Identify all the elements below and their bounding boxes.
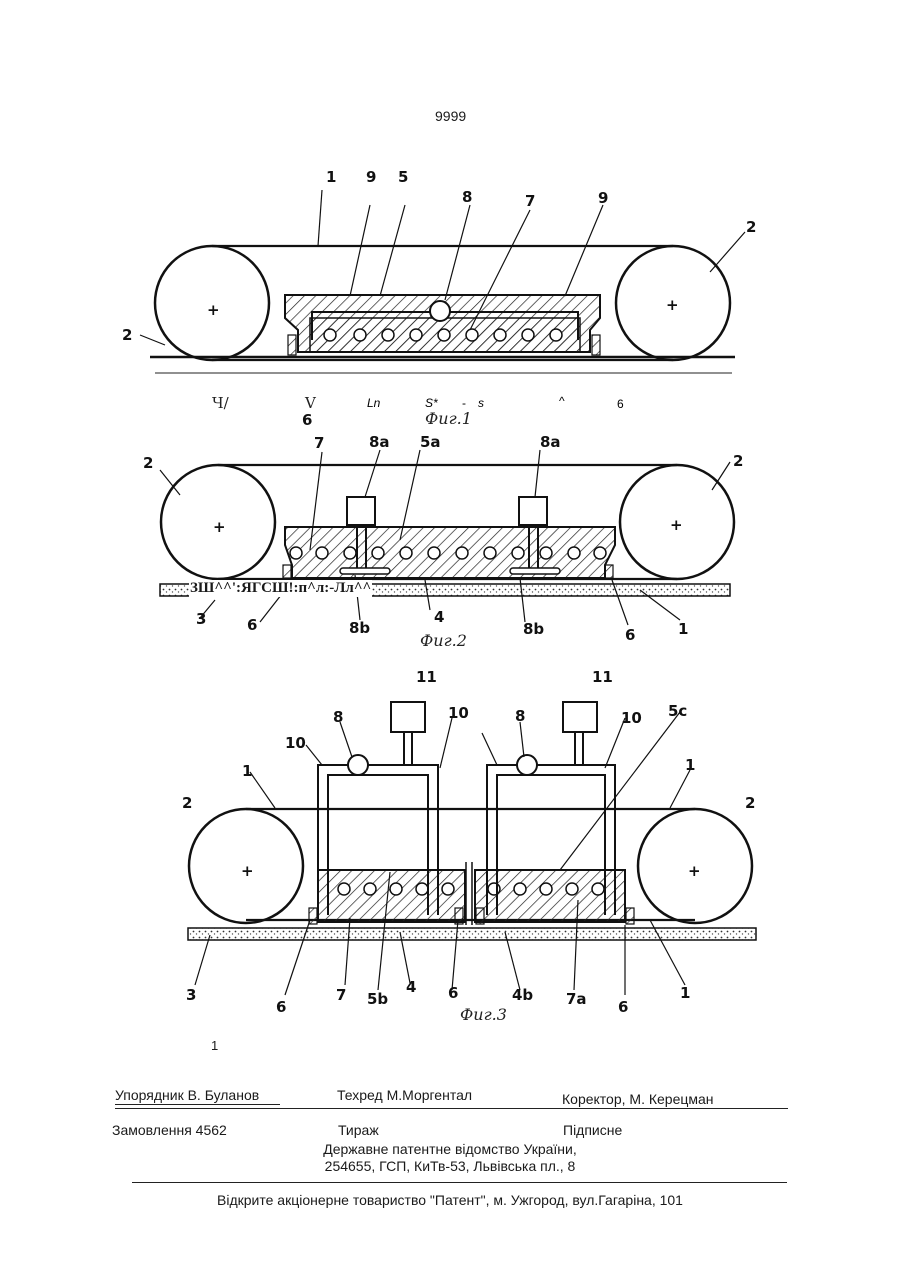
corrector-credit: Коректор, М. Керецман [562, 1091, 714, 1107]
fig2-label: 6 [302, 411, 312, 429]
fig2-label: 6 [625, 626, 635, 644]
fig3-label: 6 [448, 984, 458, 1002]
footer-rule-bottom [132, 1182, 787, 1183]
fig2-label: 2 [733, 452, 743, 470]
svg-text:+: + [666, 296, 679, 314]
compiler-credit: Упорядник В. Буланов [115, 1087, 259, 1103]
figure-2: + + [143, 411, 743, 650]
fig3-label: 10 [285, 734, 306, 752]
svg-text:+: + [213, 518, 226, 536]
fig3-label: 4b [512, 986, 533, 1004]
fig3-label: 10 [448, 704, 469, 722]
fig1-artifact: - [462, 396, 466, 410]
fig3-label: 1 [685, 756, 695, 774]
fig3-label: 6 [276, 998, 286, 1016]
patent-drawings: + + 1 9 5 [0, 0, 900, 1060]
fig3-label: 11 [592, 668, 613, 686]
fig3-label: 1 [680, 984, 690, 1002]
fig1-label: 2 [746, 218, 756, 236]
fig3-label: 6 [618, 998, 628, 1016]
svg-text:+: + [241, 862, 254, 880]
fig3-label: 10 [621, 709, 642, 727]
fig2-label: 6 [247, 616, 257, 634]
fig3-label: 2 [745, 794, 755, 812]
fig3-caption: Фиг.3 [460, 1005, 507, 1024]
fig3-label: 7a [566, 990, 587, 1008]
fig1-artifact: s [478, 396, 484, 410]
fig1-artifact: ^ [559, 394, 565, 408]
fig1-caption: Фиг.1 [425, 409, 472, 428]
fig3-label: 5b [367, 990, 388, 1008]
ocr-strip: ЗШ^^':ЯГСШ!:п^л:-Лл^^ [189, 580, 372, 597]
office-line-2: 254655, ГСП, КиТв-53, Львівська пл., 8 [0, 1158, 900, 1174]
techred-credit: Техред М.Моргентал [337, 1087, 472, 1103]
fig1-label: 1 [326, 168, 336, 186]
fig2-caption: Фиг.2 [420, 631, 467, 650]
fig2-label: 8b [349, 619, 370, 637]
fig2-label: 8a [369, 433, 390, 451]
stray-mark: 1 [211, 1038, 218, 1053]
fig1-label: 5 [398, 168, 408, 186]
fig3-label: 3 [186, 986, 196, 1004]
fig3-label: 11 [416, 668, 437, 686]
fig1-artifact: Ч/ [212, 394, 230, 412]
office-line-1: Державне патентне відомство України, [0, 1141, 900, 1157]
fig2-label: 8b [523, 620, 544, 638]
svg-text:+: + [688, 862, 701, 880]
svg-text:+: + [670, 516, 683, 534]
fig1-label: 7 [525, 192, 535, 210]
svg-text:+: + [207, 301, 220, 319]
footer-rule-top [115, 1108, 788, 1109]
fig3-label: 7 [336, 986, 346, 1004]
fig2-label: 7 [314, 434, 324, 452]
order-number: Замовлення 4562 [112, 1122, 227, 1138]
fig2-label: 3 [196, 610, 206, 628]
fig3-label: 8 [515, 707, 525, 725]
fig1-artifact: S* [425, 396, 438, 410]
compiler-underline [115, 1104, 280, 1105]
fig1-label: 8 [462, 188, 472, 206]
fig1-artifact: 6 [617, 397, 624, 411]
subscription: Підписне [563, 1122, 622, 1138]
fig1-artifact: Ln [367, 396, 381, 410]
fig2-label: 5a [420, 433, 441, 451]
fig1-label: 9 [598, 189, 608, 207]
fig1-label: 9 [366, 168, 376, 186]
fig3-label: 5c [668, 702, 687, 720]
fig3-label: 8 [333, 708, 343, 726]
fig2-label: 4 [434, 608, 444, 626]
fig2-label: 1 [678, 620, 688, 638]
fig3-label: 2 [182, 794, 192, 812]
fig2-label: 2 [143, 454, 153, 472]
fig2-label: 8a [540, 433, 561, 451]
fig3-label: 4 [406, 978, 416, 996]
fig3-label: 1 [242, 762, 252, 780]
circulation: Тираж [338, 1122, 379, 1138]
figure-3: + + [182, 668, 756, 1024]
fig1-label: 2 [122, 326, 132, 344]
figure-1: + + 1 9 5 [122, 168, 756, 428]
fig1-artifact: V [304, 394, 317, 412]
publisher-line: Відкрите акціонерне товариство "Патент",… [0, 1192, 900, 1208]
